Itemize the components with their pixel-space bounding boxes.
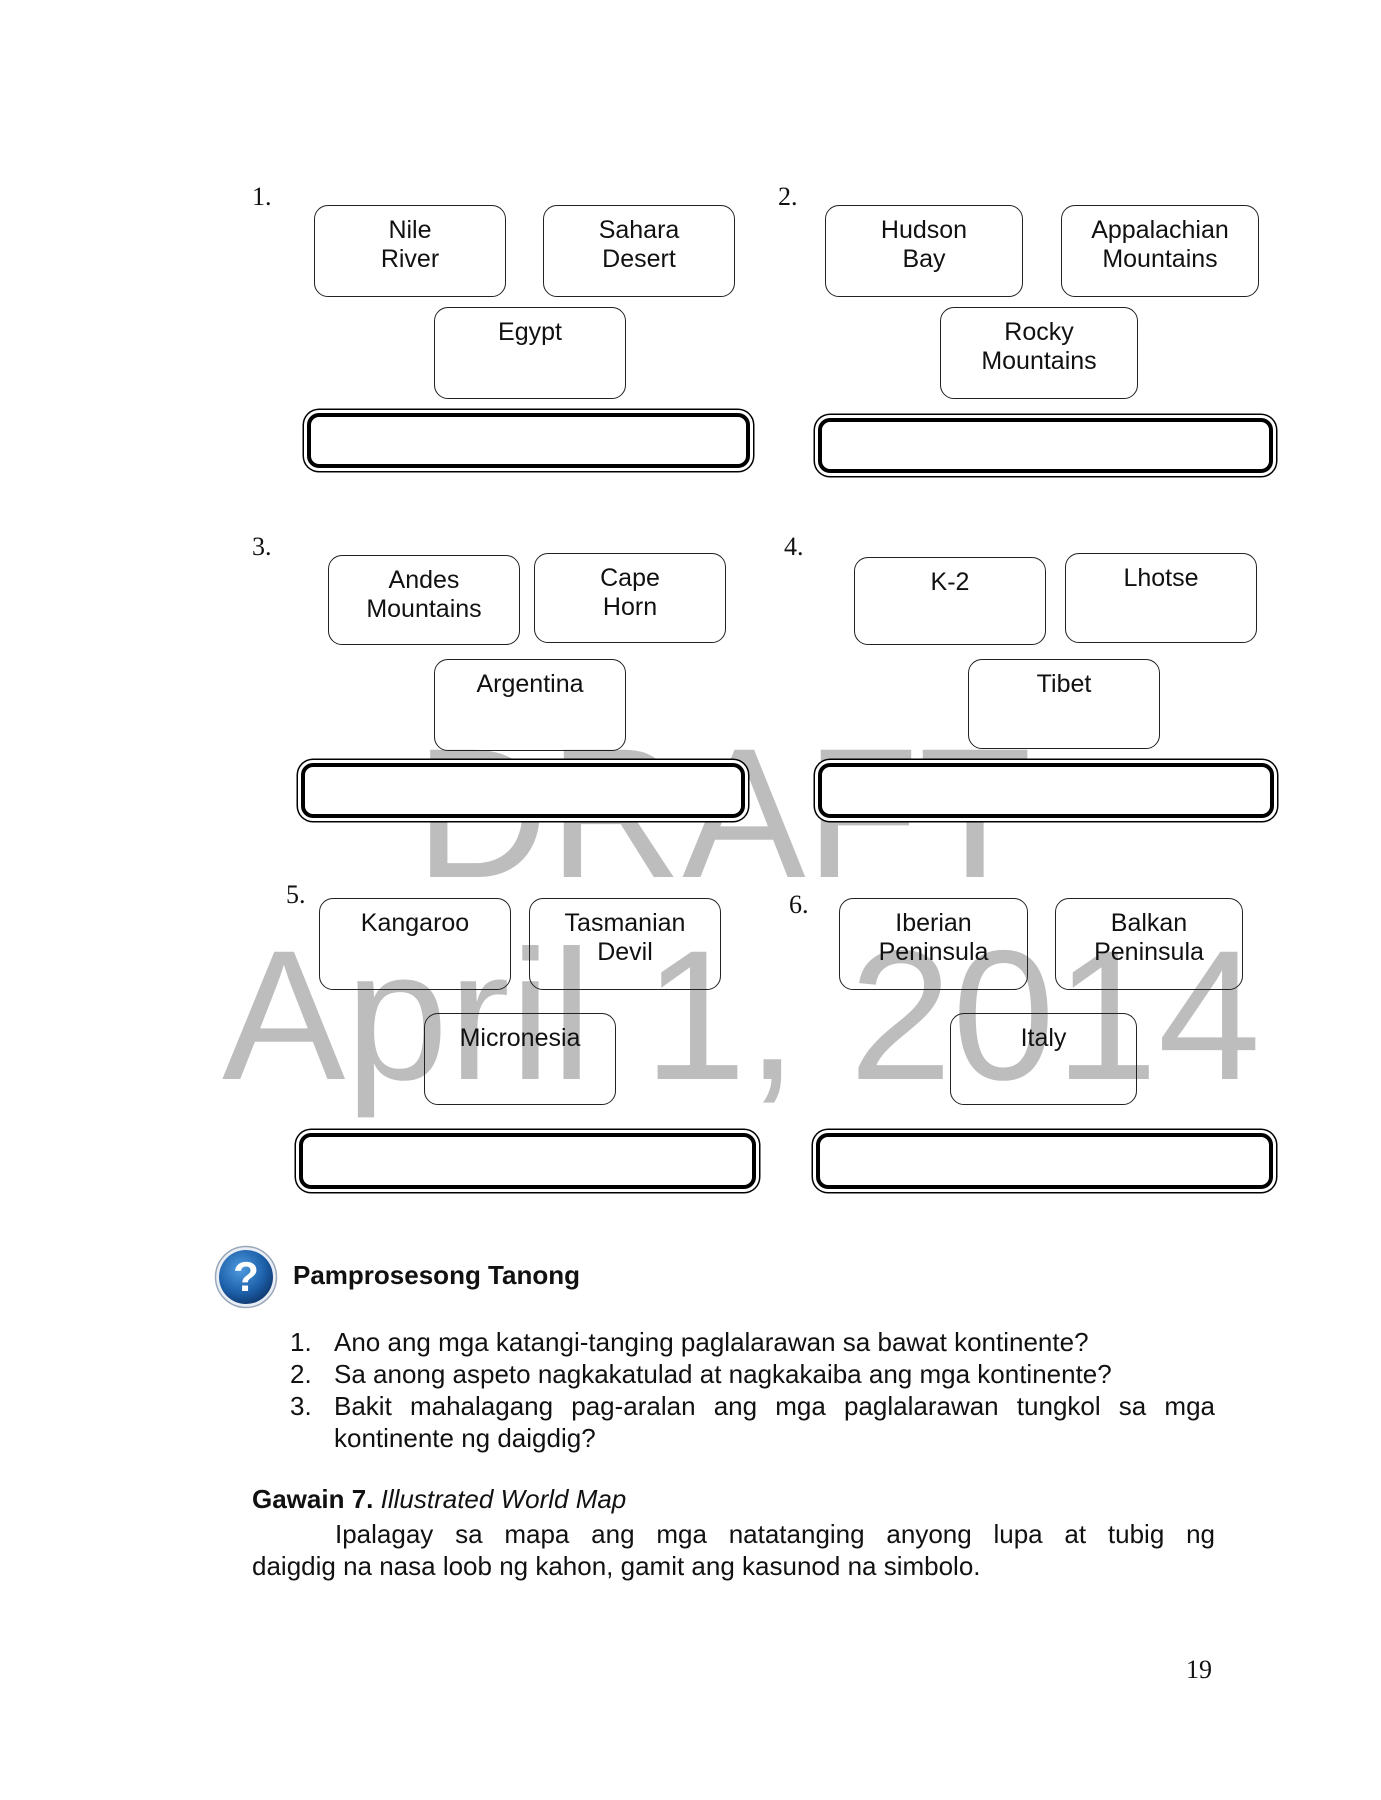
group-number: 4. (784, 532, 804, 561)
clue-text: Rocky (1004, 318, 1074, 346)
clue-text: Horn (602, 593, 658, 621)
group-number: 3. (252, 532, 272, 561)
list-item: 2. Sa anong aspeto nagkakatulad at nagka… (290, 1358, 1215, 1390)
watermark-date: April 1, 2014 (222, 913, 1261, 1119)
clue-text: Devil (597, 938, 653, 966)
clue-box: Italy (950, 1013, 1137, 1105)
activity-name: Illustrated World Map (380, 1484, 627, 1514)
clue-text: Balkan (1110, 909, 1188, 937)
activity-label: Gawain 7. (252, 1484, 374, 1514)
clue-text: Andes (388, 566, 460, 594)
question-text: Bakit mahalagang pag-aralan ang mga pagl… (334, 1391, 1215, 1453)
clue-box: Micronesia (424, 1013, 616, 1105)
activity-title: Gawain 7. Illustrated World Map (252, 1484, 626, 1515)
clue-text: Tasmanian (564, 909, 686, 937)
answer-box[interactable] (818, 763, 1274, 818)
clue-text: Mountains (1102, 245, 1218, 273)
clue-text: Desert (602, 245, 676, 273)
clue-text: Italy (1020, 1024, 1067, 1052)
clue-box: Andes Mountains (328, 555, 520, 645)
clue-box: Sahara Desert (543, 205, 735, 297)
answer-box[interactable] (818, 418, 1273, 473)
svg-text:?: ? (233, 1253, 259, 1300)
answer-box[interactable] (299, 1133, 756, 1189)
clue-box: Rocky Mountains (940, 307, 1138, 399)
question-number: 3. (290, 1391, 312, 1421)
page-number: 19 (1186, 1655, 1212, 1684)
clue-text: Iberian (895, 909, 972, 937)
question-text: Ano ang mga katangi-tanging paglalarawan… (334, 1327, 1089, 1357)
clue-box: Iberian Peninsula (839, 898, 1028, 990)
group-number: 1. (252, 182, 272, 211)
activity-instruction: Ipalagay sa mapa ang mga natatanging any… (252, 1518, 1215, 1582)
clue-box: Appalachian Mountains (1061, 205, 1259, 297)
instruction-line: Ipalagay sa mapa ang mga natatanging any… (335, 1519, 1215, 1549)
clue-box: K-2 (854, 557, 1046, 645)
clue-text: Egypt (498, 318, 562, 346)
clue-text: Mountains (981, 347, 1097, 375)
clue-text: Nile (388, 216, 432, 244)
question-list: 1. Ano ang mga katangi-tanging paglalara… (290, 1326, 1215, 1454)
clue-text: Argentina (476, 670, 584, 698)
clue-box: Tibet (968, 659, 1160, 749)
clue-box: Hudson Bay (825, 205, 1023, 297)
question-text: Sa anong aspeto nagkakatulad at nagkakai… (334, 1359, 1112, 1389)
instruction-line: daigdig na nasa loob ng kahon, gamit ang… (252, 1551, 981, 1581)
clue-text: Cape (600, 564, 660, 592)
clue-text: Appalachian (1091, 216, 1229, 244)
clue-text: Mountains (366, 595, 482, 623)
clue-text: K-2 (930, 568, 970, 596)
question-number: 1. (290, 1327, 312, 1357)
list-item: 3. Bakit mahalagang pag-aralan ang mga p… (290, 1390, 1215, 1454)
clue-text: Peninsula (1094, 938, 1204, 966)
group-number: 2. (778, 182, 798, 211)
clue-text: Lhotse (1123, 564, 1199, 592)
question-mark-icon: ? (214, 1245, 278, 1309)
clue-text: Hudson (880, 216, 968, 244)
clue-text: Peninsula (878, 938, 989, 966)
list-item: 1. Ano ang mga katangi-tanging paglalara… (290, 1326, 1215, 1358)
clue-box: Cape Horn (534, 553, 726, 643)
clue-text: Tibet (1036, 670, 1092, 698)
answer-box[interactable] (307, 413, 750, 468)
group-number: 6. (789, 890, 809, 919)
clue-text: Kangaroo (360, 909, 470, 937)
clue-text: River (380, 245, 440, 273)
question-number: 2. (290, 1359, 312, 1389)
clue-text: Micronesia (459, 1024, 581, 1052)
clue-box: Kangaroo (319, 898, 511, 990)
group-number: 5. (286, 880, 306, 909)
clue-box: Argentina (434, 659, 626, 751)
clue-box: Tasmanian Devil (529, 898, 721, 990)
clue-text: Bay (902, 245, 946, 273)
answer-box[interactable] (816, 1133, 1273, 1189)
clue-box: Balkan Peninsula (1055, 898, 1243, 990)
clue-box: Nile River (314, 205, 506, 297)
answer-box[interactable] (301, 763, 745, 818)
section-heading: Pamprosesong Tanong (293, 1260, 580, 1290)
clue-box: Lhotse (1065, 553, 1257, 643)
clue-text: Sahara (598, 216, 680, 244)
clue-box: Egypt (434, 307, 626, 399)
